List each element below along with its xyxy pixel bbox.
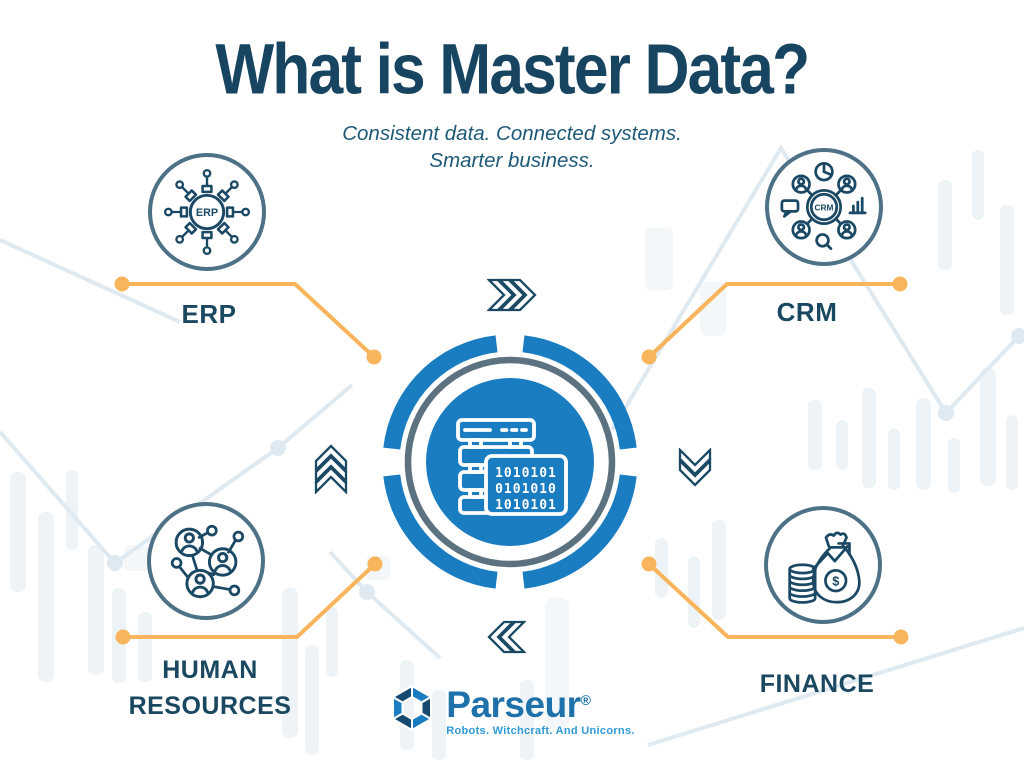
- hr-label: HUMAN RESOURCES: [129, 652, 292, 724]
- hr-label-line-1: HUMAN: [162, 656, 258, 684]
- master-data-hub-rings: 1010101 0101010 1010101: [383, 335, 637, 589]
- page-subtitle: Consistent data. Connected systems. Smar…: [0, 120, 1024, 174]
- finance-currency-symbol: $: [832, 574, 839, 589]
- flow-chevron-left-icon: [487, 620, 526, 654]
- master-data-hub: 1010101 0101010 1010101: [374, 326, 646, 598]
- brand-tagline: Robots. Witchcraft. And Unicorns.: [446, 725, 635, 737]
- connector-erp: [120, 282, 376, 359]
- crm-node-circle: CRM: [765, 148, 883, 266]
- brand-footer: Parseur® Robots. Witchcraft. And Unicorn…: [0, 682, 1024, 737]
- finance-node-circle: $: [764, 506, 882, 624]
- crm-label: CRM: [776, 297, 838, 327]
- erp-node-circle: ERP: [148, 153, 266, 271]
- brand-text-block: Parseur® Robots. Witchcraft. And Unicorn…: [446, 682, 634, 737]
- flow-chevron-down-icon: [678, 448, 712, 487]
- people-network-icon: [170, 524, 245, 599]
- money-bag-icon: $: [788, 531, 861, 604]
- crm-hub-icon: CRM: [780, 162, 867, 251]
- parseur-logo-icon: [392, 685, 433, 731]
- crm-icon-label: CRM: [815, 202, 834, 212]
- binary-row-1: 1010101: [495, 466, 557, 481]
- hr-node-circle: [147, 502, 265, 620]
- connector-crm: [647, 282, 902, 359]
- page-title: What is Master Data?: [215, 29, 811, 110]
- registered-mark: ®: [580, 692, 591, 708]
- erp-label: ERP: [181, 299, 237, 329]
- flow-chevron-up-icon: [314, 444, 348, 494]
- database-icon: [456, 418, 568, 516]
- subtitle-line-1: Consistent data. Connected systems.: [342, 122, 682, 145]
- flow-chevron-right-icon: [487, 278, 537, 312]
- erp-icon-label: ERP: [196, 207, 218, 219]
- binary-row-2: 0101010: [495, 482, 557, 497]
- subtitle-line-2: Smarter business.: [429, 149, 595, 172]
- erp-gear-icon: ERP: [163, 168, 251, 256]
- finance-label: FINANCE: [759, 670, 875, 698]
- binary-row-3: 1010101: [495, 498, 557, 513]
- hr-label-line-2: RESOURCES: [128, 692, 292, 720]
- brand-name: Parseur®: [446, 684, 591, 725]
